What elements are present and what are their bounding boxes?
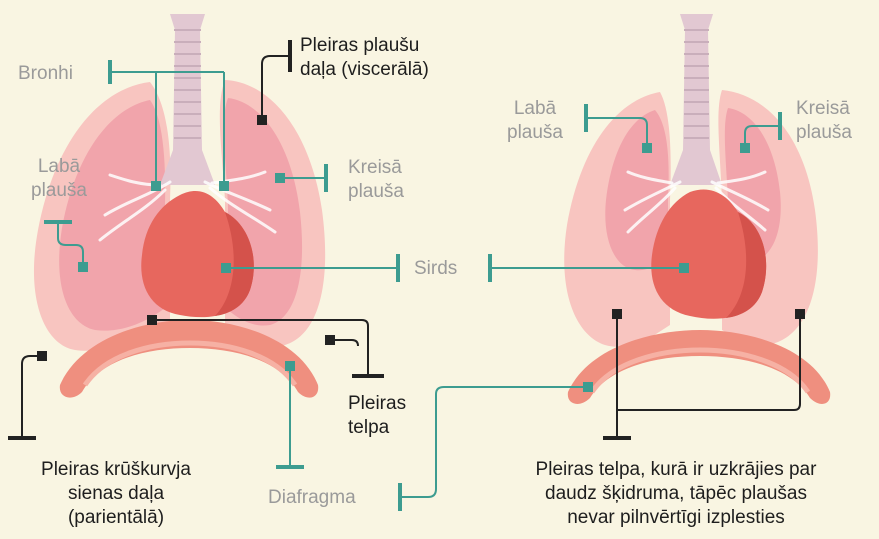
label-visceral-pleura-line2: daļa (viscerālā) <box>300 58 429 82</box>
label-parietal-pleura-line2: sienas daļa <box>0 482 232 506</box>
label-right-fig-right-lung-line1: Labā <box>490 97 580 121</box>
label-bronchi: Bronhi <box>18 62 73 86</box>
label-parietal-pleura: Pleiras krūškurvja sienas daļa (parientā… <box>0 458 232 530</box>
right-lungs-figure <box>564 14 830 404</box>
label-pleural-space-line1: Pleiras <box>348 392 406 416</box>
label-left-fig-right-lung-line2: plauša <box>14 179 104 203</box>
label-right-fig-right-lung: Labā plauša <box>490 97 580 145</box>
label-diaphragm: Diafragma <box>268 486 356 510</box>
label-right-fig-left-lung-line2: plauša <box>796 121 852 145</box>
label-right-fig-left-lung-line1: Kreisā <box>796 97 852 121</box>
label-effusion-line1: Pleiras telpa, kurā ir uzkrājies par <box>478 458 874 482</box>
right-fig-trachea <box>670 14 722 185</box>
label-parietal-pleura-line1: Pleiras krūškurvja <box>0 458 232 482</box>
label-pleural-space: Pleiras telpa <box>348 392 406 440</box>
label-left-fig-left-lung: Kreisā plauša <box>348 156 404 204</box>
label-left-fig-left-lung-line2: plauša <box>348 180 404 204</box>
label-effusion: Pleiras telpa, kurā ir uzkrājies par dau… <box>478 458 874 530</box>
label-left-fig-right-lung-line1: Labā <box>14 155 104 179</box>
label-heart: Sirds <box>414 257 457 281</box>
label-pleural-space-line2: telpa <box>348 416 406 440</box>
label-right-fig-right-lung-line2: plauša <box>490 121 580 145</box>
parietal-pleura-pointer <box>8 351 47 438</box>
label-left-fig-right-lung: Labā plauša <box>14 155 104 203</box>
label-left-fig-left-lung-line1: Kreisā <box>348 156 404 180</box>
label-visceral-pleura: Pleiras plaušu daļa (viscerālā) <box>300 34 429 82</box>
label-effusion-line2: daudz šķidruma, tāpēc plaušas <box>478 482 874 506</box>
label-parietal-pleura-line3: (parientālā) <box>0 506 232 530</box>
label-right-fig-left-lung: Kreisā plauša <box>796 97 852 145</box>
label-visceral-pleura-line1: Pleiras plaušu <box>300 34 429 58</box>
label-effusion-line3: nevar pilnvērtīgi izplesties <box>478 506 874 530</box>
